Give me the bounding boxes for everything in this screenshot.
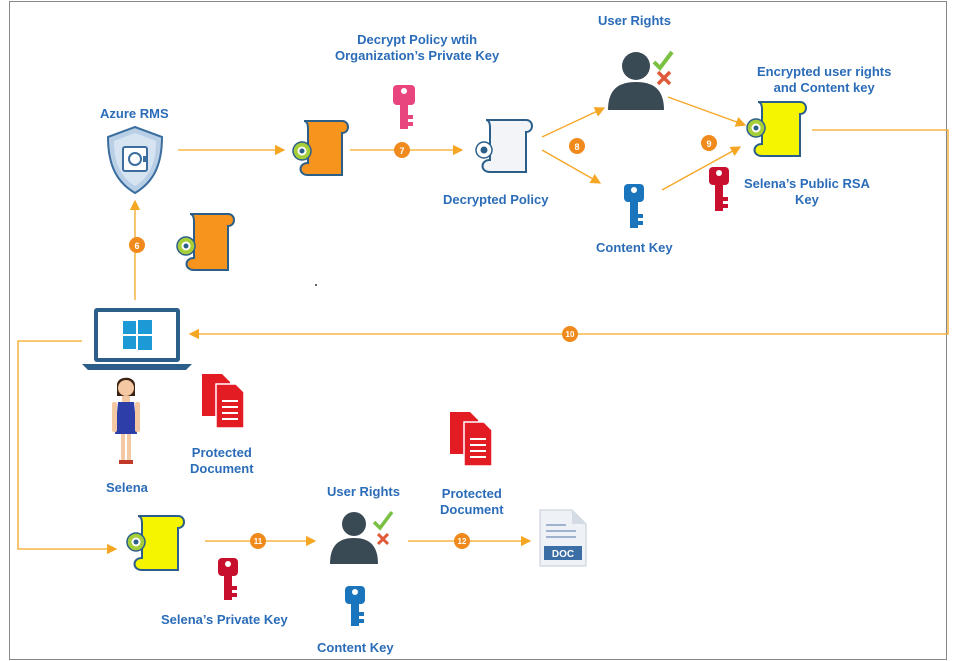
user-rights-top-icon xyxy=(608,50,674,110)
selena-public-key-icon xyxy=(709,167,729,211)
policy-scroll-orange-icon xyxy=(292,120,349,176)
content-key-top-label: Content Key xyxy=(596,240,673,255)
encrypted-rights-label-line1: Encrypted user rights xyxy=(757,64,892,79)
policy-scroll-upload-icon xyxy=(176,213,235,271)
user-rights-bottom-icon xyxy=(330,510,394,564)
selena-public-key-label: Selena’s Public RSA Key xyxy=(744,176,870,208)
laptop-windows-icon xyxy=(82,308,192,370)
protected-document-right-label-line1: Protected xyxy=(441,486,502,501)
protected-document-right-label: Protected Document xyxy=(440,486,504,518)
protected-document-left-label-line1: Protected xyxy=(191,445,252,460)
arrow-decrypted-to-contentkey xyxy=(541,149,602,184)
decrypted-policy-scroll-icon xyxy=(475,119,533,173)
selena-public-key-label-line1: Selena’s Public RSA xyxy=(744,176,870,191)
user-rights-bottom-label: User Rights xyxy=(327,484,400,499)
azure-rms-shield-icon xyxy=(106,125,164,195)
selena-public-key-label-line2: Key xyxy=(795,192,819,207)
svg-text:DOC: DOC xyxy=(552,549,574,560)
encrypted-rights-scroll-icon xyxy=(746,101,807,157)
step-badge-8: 8 xyxy=(569,138,585,154)
user-rights-top-label: User Rights xyxy=(598,13,671,28)
svg-text:6: 6 xyxy=(134,241,139,251)
step-badge-12: 12 xyxy=(454,533,470,549)
protected-document-left-icon xyxy=(202,374,245,429)
doc-file-icon: DOC xyxy=(539,509,587,567)
organization-private-key-icon xyxy=(393,85,415,129)
protected-document-left-label-line2: Document xyxy=(190,461,254,476)
step-badge-9: 9 xyxy=(701,135,717,151)
selena-private-key-label: Selena’s Private Key xyxy=(161,612,288,627)
decrypt-policy-label-line2: Organization’s Private Key xyxy=(335,48,500,63)
decrypt-policy-label: Decrypt Policy wtih Organization’s Priva… xyxy=(335,32,499,64)
step-badge-11: 11 xyxy=(250,533,266,549)
svg-text:12: 12 xyxy=(458,537,467,546)
content-key-bottom-icon xyxy=(345,586,365,626)
arrow-userrights-to-encrypted xyxy=(667,96,747,127)
stray-dot xyxy=(315,284,317,286)
encrypted-rights-label-line2: and Content key xyxy=(773,80,875,95)
svg-text:11: 11 xyxy=(254,537,263,546)
svg-text:9: 9 xyxy=(706,139,711,149)
protected-document-left-label: Protected Document xyxy=(190,445,254,477)
azure-rms-label: Azure RMS xyxy=(100,106,169,121)
content-key-bottom-label: Content Key xyxy=(317,640,394,655)
selena-private-key-icon xyxy=(218,558,238,600)
encrypted-rights-scroll-lower-icon xyxy=(126,515,185,571)
protected-document-right-icon xyxy=(450,412,493,467)
decrypted-policy-label: Decrypted Policy xyxy=(443,192,549,207)
svg-text:7: 7 xyxy=(399,146,404,156)
arrow-contentkey-to-encrypted xyxy=(661,146,742,191)
decrypt-policy-label-line1: Decrypt Policy wtih xyxy=(357,32,478,47)
protected-document-right-label-line2: Document xyxy=(440,502,504,517)
step-badge-7: 7 xyxy=(394,142,410,158)
step-badge-10: 10 xyxy=(562,326,578,342)
content-key-top-icon xyxy=(624,184,644,228)
svg-text:8: 8 xyxy=(574,142,579,152)
step-badge-6: 6 xyxy=(129,237,145,253)
svg-text:10: 10 xyxy=(566,330,575,339)
selena-label: Selena xyxy=(106,480,148,495)
selena-avatar xyxy=(112,377,140,464)
encrypted-rights-label: Encrypted user rights and Content key xyxy=(757,64,891,96)
arrow-decrypted-to-userrights xyxy=(541,107,606,138)
arrow-laptop-to-lower-scroll xyxy=(17,340,118,555)
